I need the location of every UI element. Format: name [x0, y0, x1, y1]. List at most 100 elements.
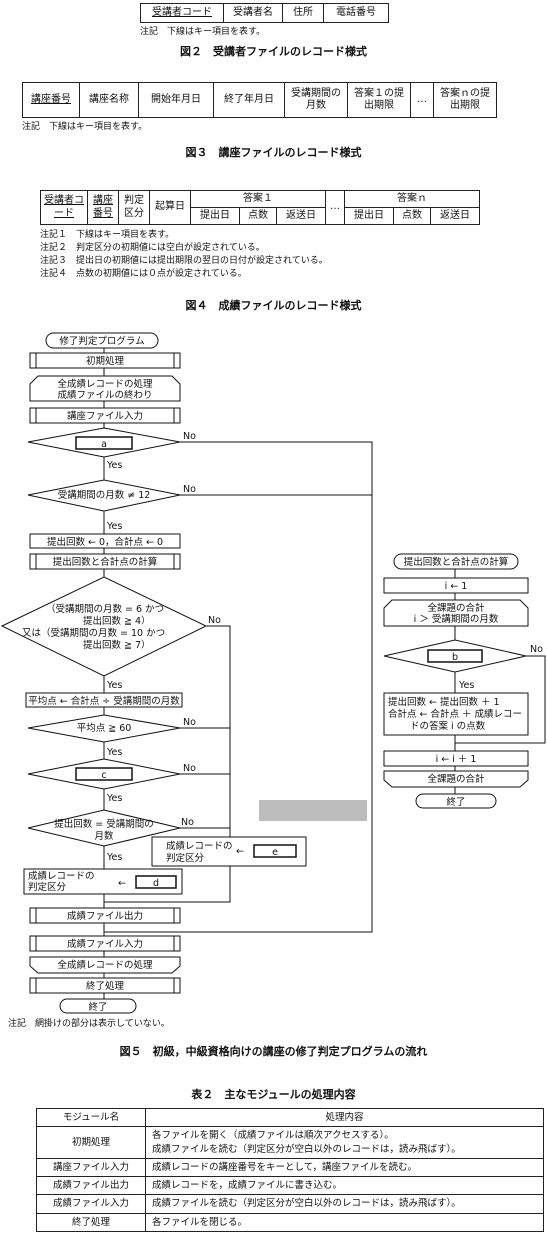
decision-count-label-2: 月数 [94, 830, 114, 842]
term-process [29, 977, 181, 994]
sub-start-terminal [393, 553, 519, 570]
table2-caption: 表２ 主なモジュールの処理内容 [191, 1088, 356, 1101]
sub-loop-label-1: 全課題の合計 [427, 602, 485, 614]
sub-loop-end-label: 全課題の合計 [427, 773, 485, 785]
fig2-field: 電話番号 [323, 3, 389, 23]
decision-pass-label-3: 又は（受講期間の月数 = 10 かつ [22, 627, 165, 639]
fig4-note: 注記１ 下線はキー項目を表す。 [40, 230, 175, 240]
no-label: No [183, 431, 196, 442]
read-process [29, 935, 181, 952]
end-label: 終了 [88, 1001, 107, 1013]
start-label: 修了判定プログラム [59, 335, 144, 347]
sub-no-branch [455, 655, 546, 744]
shaded-hidden-area [259, 800, 367, 821]
start-terminal [45, 332, 159, 349]
sub-increment-process [383, 750, 529, 767]
fig3-field: 受講期間の月数 [284, 82, 348, 118]
decision-count-label-1: 提出回数 = 受講期間の [54, 818, 154, 830]
sub-update-process [383, 692, 529, 736]
fig3-caption: 図３ 講座ファイルのレコード様式 [185, 146, 362, 159]
no-label: No [183, 763, 196, 774]
sub-update-label-1: 提出回数 ← 提出回数 ＋ 1 [388, 696, 500, 708]
average-process [25, 692, 183, 708]
fig4-note: 注記３ 提出日の初期値には提出期限の翌日の日付が設定されている。 [40, 256, 328, 267]
fig2-record-layout: 受講者コード 受講者名 住所 電話番号 [140, 3, 389, 23]
fig3-field: 講座名称 [79, 82, 139, 118]
no-label: No [530, 644, 543, 655]
module-table: モジュール名 処理内容 初期処理 各ファイルを開く（成績ファイルは順次アクセスす… [36, 1107, 544, 1233]
fig4-sub: 返送日 [276, 207, 326, 225]
table-row: 終了処理 各ファイルを閉じる。 [36, 1212, 544, 1233]
sub-update-label-3: ドの答案 i の点数 [410, 720, 486, 732]
sub-end-terminal [415, 793, 497, 809]
yes-label: Yes [106, 680, 122, 691]
decision-pass-label-2: 提出回数 ≧ 4） [83, 615, 151, 627]
module-desc: 成績レコードを，成績ファイルに書き込む。 [145, 1176, 544, 1196]
table-row: 成績ファイル出力 成績レコードを，成績ファイルに書き込む。 [36, 1176, 544, 1196]
yes-label: Yes [106, 793, 122, 804]
sub-init-label: i ← 1 [445, 581, 468, 592]
fig2-note: 注記 下線はキー項目を表す。 [140, 27, 266, 37]
blank-c-box [75, 767, 133, 781]
module-desc: 各ファイルを開く（成績ファイルは順次アクセスする）。 [152, 1130, 394, 1142]
sub-loop-end-symbol [383, 770, 529, 788]
fig3-note: 注記 下線はキー項目を表す。 [22, 122, 148, 132]
fig2-field: 受講者コード [140, 3, 224, 23]
arrow-glyph: ← [118, 878, 126, 889]
fig3-field: … [410, 82, 434, 118]
yes-label: Yes [106, 460, 122, 471]
loop-start-label-2: 成績ファイルの終わり [57, 389, 152, 401]
fig3-record-layout: 講座番号 講座名称 開始年月日 終了年月日 受講期間の月数 答案１の提出期限 …… [22, 82, 497, 118]
blank-c-label: c [101, 770, 106, 781]
fig3-field: 答案ｎの提出期限 [433, 82, 497, 118]
set-d-label-2: 判定区分 [28, 881, 67, 893]
fig4-notes: 注記１ 下線はキー項目を表す。 注記２ 判定区分の初期値には空白が設定されている… [40, 229, 328, 281]
calc-label: 提出回数と合計点の計算 [53, 556, 158, 568]
module-name: 成績ファイル出力 [36, 1176, 146, 1196]
read-label: 成績ファイル入力 [67, 938, 143, 950]
set-e-label-2: 判定区分 [166, 852, 205, 864]
no-label: No [183, 717, 196, 728]
fig4-sub: 提出日 [190, 207, 240, 225]
blank-a-label: a [101, 439, 107, 450]
decision-pass-label-1: （受講期間の月数 = 6 かつ [46, 603, 164, 615]
loop-start-symbol [29, 375, 181, 402]
init-label: 初期処理 [86, 355, 125, 367]
no-label: No [208, 615, 221, 626]
table-header: モジュール名 [36, 1107, 146, 1128]
write-process [29, 907, 181, 924]
no-label: No [183, 484, 196, 495]
fig4-sub: 返送日 [430, 207, 480, 225]
yes-label: Yes [106, 521, 122, 532]
calc-subroutine [29, 553, 181, 570]
decision-months-label: 受講期間の月数 ≠ 12 [58, 489, 151, 501]
table-row: 初期処理 各ファイルを開く（成績ファイルは順次アクセスする）。成績ファイルを読む… [36, 1126, 544, 1159]
blank-e-box [253, 844, 297, 858]
yes-label: Yes [106, 852, 122, 863]
decision-average-label: 平均点 ≧ 60 [77, 722, 132, 734]
sub-start-label: 提出回数と合計点の計算 [404, 556, 509, 568]
no-branch-pass [104, 625, 231, 903]
loop-start-label-1: 全成績レコードの処理 [57, 378, 153, 390]
no-branch-count [180, 827, 231, 837]
yes-label: Yes [458, 680, 474, 691]
module-name: 講座ファイル入力 [36, 1157, 146, 1178]
blank-b-label: b [452, 652, 458, 663]
blank-d-box [135, 875, 177, 889]
blank-b-box [427, 649, 483, 663]
table-header: 処理内容 [145, 1107, 544, 1128]
module-desc: 成績ファイルを読む（判定区分が空白以外のレコードは，読み飛ばす）。 [152, 1143, 461, 1155]
fig5-caption: 図５ 初級，中級資格向けの講座の修了判定プログラムの流れ [119, 1045, 428, 1058]
end-terminal [59, 998, 137, 1014]
no-label: No [181, 817, 194, 828]
loop-end-label: 全成績レコードの処理 [57, 959, 153, 971]
module-desc: 成績レコードの講座番号をキーとして，講座ファイルを読む。 [145, 1157, 544, 1178]
sub-end-label: 終了 [446, 796, 465, 808]
blank-a-box [75, 436, 133, 450]
module-name: 終了処理 [36, 1212, 146, 1233]
fig4-caption: 図４ 成績ファイルのレコード様式 [185, 299, 362, 312]
fig3-field: 開始年月日 [138, 82, 214, 118]
module-desc: 各ファイルを閉じる。 [145, 1212, 544, 1233]
module-name: 初期処理 [36, 1126, 146, 1159]
